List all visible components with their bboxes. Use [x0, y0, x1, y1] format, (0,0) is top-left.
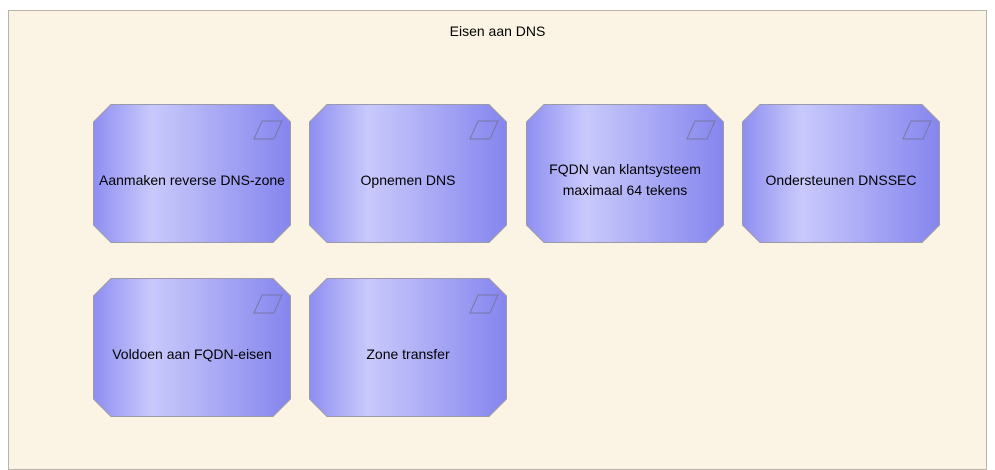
requirement-shape — [309, 104, 507, 243]
group-title: Eisen aan DNS — [449, 23, 546, 39]
requirement-icon — [253, 120, 283, 140]
requirement-element[interactable]: FQDN van klantsysteem maximaal 64 tekens — [526, 104, 724, 243]
requirement-icon — [902, 120, 932, 140]
requirement-shape — [526, 104, 724, 243]
requirement-label: Aanmaken reverse DNS-zone — [99, 171, 285, 188]
requirement-element[interactable]: Ondersteunen DNSSEC — [742, 104, 940, 243]
requirement-label: Opnemen DNS — [360, 171, 456, 188]
requirement-label: Voldoen aan FQDN-eisen — [112, 345, 272, 362]
requirement-label: Ondersteunen DNSSEC — [765, 171, 917, 188]
requirement-shape — [309, 278, 507, 417]
requirement-icon — [469, 294, 499, 314]
requirement-element[interactable]: Aanmaken reverse DNS-zone — [93, 104, 291, 243]
requirement-element[interactable]: Zone transfer — [309, 278, 507, 417]
requirement-element[interactable]: Opnemen DNS — [309, 104, 507, 243]
requirement-shape — [93, 278, 291, 417]
requirement-label: FQDN van klantsysteem maximaal 64 tekens — [549, 161, 701, 198]
requirement-icon — [686, 120, 716, 140]
requirement-element[interactable]: Voldoen aan FQDN-eisen — [93, 278, 291, 417]
requirement-icon — [253, 294, 283, 314]
requirement-icon — [469, 120, 499, 140]
requirement-shape — [742, 104, 940, 243]
requirement-label: Zone transfer — [366, 345, 450, 362]
requirement-shape — [93, 104, 291, 243]
